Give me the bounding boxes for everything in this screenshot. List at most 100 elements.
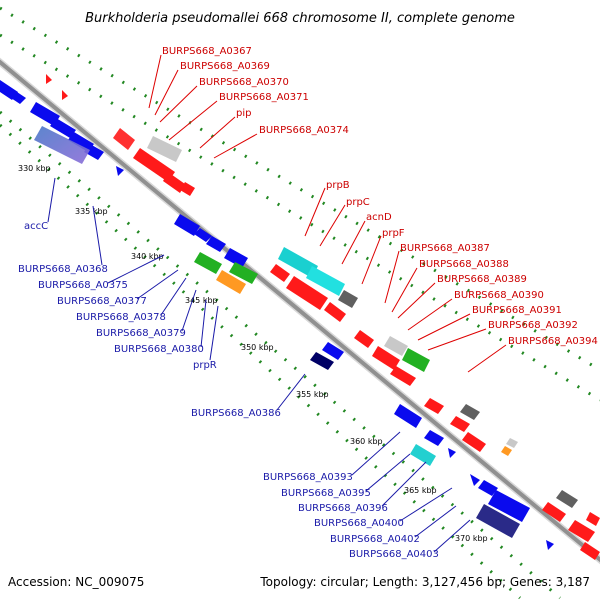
gene-label: BURPS668_A0377	[57, 296, 147, 307]
gene-label: BURPS668_A0403	[349, 549, 439, 560]
gene-label: BURPS668_A0387	[400, 243, 490, 254]
gene-forward	[372, 346, 400, 370]
tick-label: 370 kbp	[455, 534, 488, 543]
gene-forward	[568, 520, 595, 542]
gene-label: pip	[236, 108, 251, 119]
gene-forward	[133, 148, 175, 182]
gene-forward	[306, 266, 345, 296]
gene-forward	[324, 302, 346, 322]
gene-label: BURPS668_A0391	[472, 305, 562, 316]
gene-label: acnD	[366, 212, 392, 223]
gene-label: prpF	[382, 228, 405, 239]
gene-label: BURPS668_A0402	[330, 534, 420, 545]
gene-label: BURPS668_A0388	[419, 259, 509, 270]
gene-label: BURPS668_A0394	[508, 336, 598, 347]
gene-forward	[462, 432, 486, 452]
reverse-callout-lines	[47, 177, 471, 553]
gene-label: prpC	[346, 197, 370, 208]
gene-forward	[424, 398, 444, 414]
gene-forward	[46, 74, 52, 84]
reverse-labels: accC BURPS668_A0368 BURPS668_A0375 BURPS…	[18, 221, 439, 560]
forward-labels: BURPS668_A0367 BURPS668_A0369 BURPS668_A…	[162, 46, 598, 347]
gene-label: BURPS668_A0378	[76, 312, 166, 323]
gene-label: BURPS668_A0393	[263, 472, 353, 483]
gene-reverse	[30, 102, 60, 126]
gene-label: BURPS668_A0369	[180, 61, 270, 72]
gene-forward	[506, 438, 518, 448]
gene-reverse	[84, 144, 104, 160]
gene-label: BURPS668_A0371	[219, 92, 309, 103]
gene-forward	[390, 366, 416, 386]
chromosome-backbone	[0, 57, 600, 565]
gene-label: BURPS668_A0380	[114, 344, 204, 355]
gene-label: BURPS668_A0375	[38, 280, 128, 291]
gene-reverse	[310, 352, 334, 370]
map-title: Burkholderia pseudomallei 668 chromosome…	[85, 11, 515, 26]
gene-reverse	[410, 444, 436, 466]
gene-reverse	[478, 480, 498, 496]
gene-reverse	[194, 252, 222, 274]
gene-label: BURPS668_A0390	[454, 290, 544, 301]
gene-reverse	[194, 228, 212, 242]
gene-label: BURPS668_A0379	[96, 328, 186, 339]
gene-forward	[450, 416, 470, 432]
tick-label: 335 kbp	[75, 207, 108, 216]
gene-reverse	[424, 430, 444, 446]
gene-reverse	[68, 132, 94, 152]
tick-label: 330 kbp	[18, 164, 51, 173]
tick-label: 340 kbp	[131, 252, 164, 261]
gene-label: accC	[24, 221, 48, 232]
gene-forward	[338, 290, 358, 308]
gene-reverse	[476, 504, 520, 538]
gene-label: prpB	[326, 180, 350, 191]
gene-reverse	[116, 166, 124, 176]
accession-text: Accession: NC_009075	[8, 575, 144, 589]
gene-label: BURPS668_A0389	[437, 274, 527, 285]
gene-forward	[460, 404, 480, 420]
gene-label: BURPS668_A0368	[18, 264, 108, 275]
gene-label: BURPS668_A0367	[162, 46, 252, 57]
gene-reverse	[174, 214, 200, 236]
gene-label: BURPS668_A0392	[488, 320, 578, 331]
gene-forward	[542, 502, 566, 522]
dotted-guides	[0, 6, 600, 600]
gene-forward	[163, 172, 185, 193]
forward-callout-lines	[148, 54, 507, 373]
genome-summary-text: Topology: circular; Length: 3,127,456 bp…	[259, 575, 590, 589]
gene-reverse	[206, 236, 226, 252]
gene-reverse	[50, 118, 76, 138]
gene-label: BURPS668_A0395	[281, 488, 371, 499]
gene-forward	[402, 348, 430, 372]
gene-reverse	[8, 90, 26, 104]
gene-forward	[113, 128, 135, 150]
gene-reverse	[229, 262, 258, 284]
tick-label: 360 kbp	[350, 437, 383, 446]
gene-features	[0, 74, 600, 560]
tick-label: 350 kbp	[241, 343, 274, 352]
kbp-ticks: 330 kbp 335 kbp 340 kbp 345 kbp 350 kbp …	[18, 164, 488, 543]
gene-label: prpR	[193, 360, 217, 371]
gene-forward	[286, 276, 328, 310]
gene-forward	[556, 490, 578, 508]
gene-label: BURPS668_A0400	[314, 518, 404, 529]
gene-reverse	[322, 342, 344, 360]
gene-forward	[62, 90, 68, 100]
gene-forward	[278, 247, 318, 278]
tick-label: 345 kbp	[185, 296, 218, 305]
gene-reverse	[470, 474, 480, 486]
gene-reverse	[34, 126, 90, 164]
gene-label: BURPS668_A0386	[191, 408, 281, 419]
gene-reverse	[394, 404, 422, 428]
tick-label: 355 kbp	[296, 390, 329, 399]
gene-forward	[147, 136, 182, 162]
gene-forward	[501, 446, 512, 456]
gene-label: BURPS668_A0396	[298, 503, 388, 514]
gene-forward	[580, 542, 600, 560]
gene-label: BURPS668_A0370	[199, 77, 289, 88]
gene-forward	[354, 330, 374, 348]
gene-reverse	[546, 540, 554, 550]
tick-label: 365 kbp	[404, 486, 437, 495]
gene-forward	[180, 182, 195, 196]
gene-forward	[384, 336, 408, 356]
